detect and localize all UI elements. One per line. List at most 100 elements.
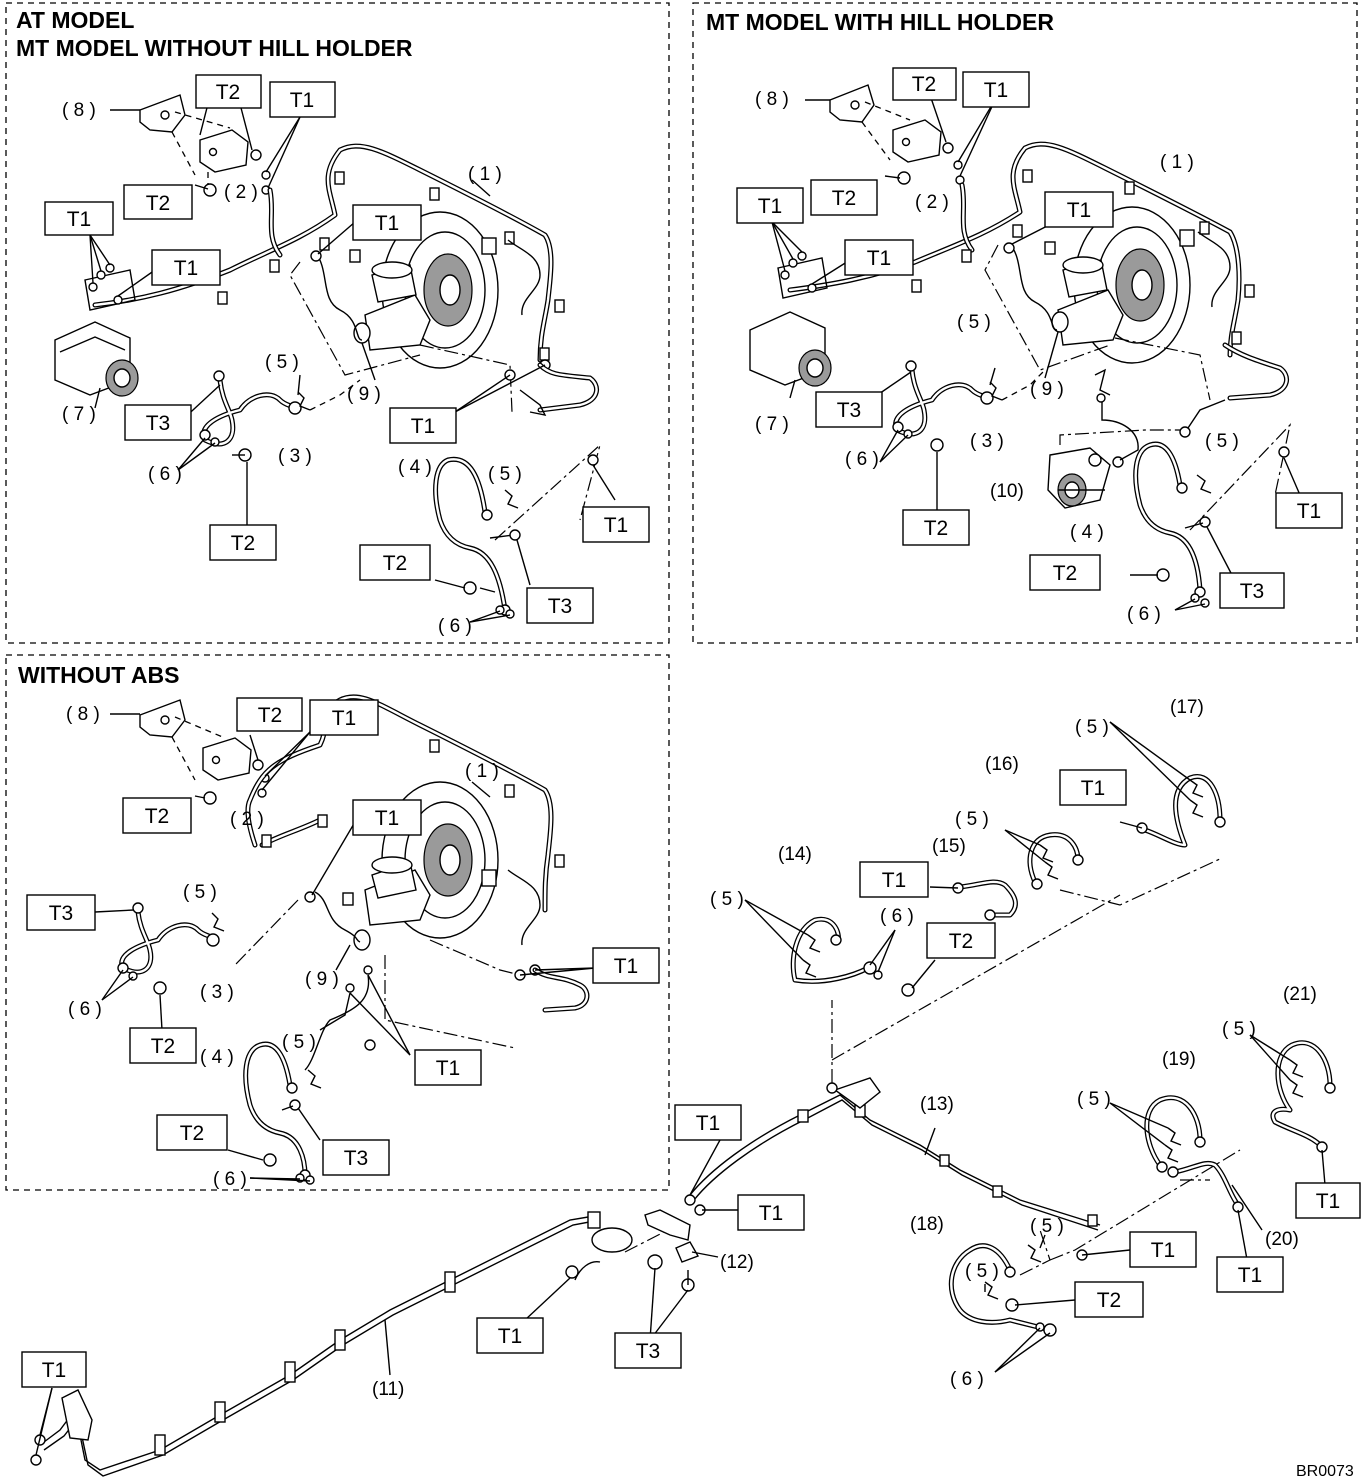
torque-label: T3 xyxy=(344,1147,369,1170)
torque-label: T3 xyxy=(548,595,573,618)
callout-label: (10) xyxy=(990,481,1024,502)
torque-label: T1 xyxy=(375,212,400,235)
panel-without-abs-callouts: ( 8 ) ( 2 ) ( 1 ) ( 5 ) ( 3 ) ( 6 ) ( 9 … xyxy=(66,704,499,1190)
callout-label: ( 4 ) xyxy=(1070,522,1104,543)
torque-label: T1 xyxy=(1067,199,1092,222)
callout-label: ( 5 ) xyxy=(965,1261,999,1282)
callout-label: (13) xyxy=(920,1094,954,1115)
torque-label: T1 xyxy=(867,247,892,270)
callout-label: ( 5 ) xyxy=(957,312,991,333)
torque-label: T2 xyxy=(145,805,170,828)
callout-label: (12) xyxy=(720,1252,754,1273)
callout-label: ( 5 ) xyxy=(1222,1019,1256,1040)
torque-label: T2 xyxy=(832,187,857,210)
callout-label: ( 8 ) xyxy=(66,704,100,725)
callout-label: ( 5 ) xyxy=(1077,1089,1111,1110)
callout-label: (11) xyxy=(372,1379,404,1400)
torque-label: T2 xyxy=(258,704,283,727)
panel-at-model-artwork xyxy=(54,94,616,623)
callout-label: ( 6 ) xyxy=(950,1369,984,1390)
torque-label: T1 xyxy=(67,208,92,231)
callout-label: ( 5 ) xyxy=(183,882,217,903)
torque-label: T3 xyxy=(837,399,862,422)
rear-lines-artwork xyxy=(30,721,1336,1477)
torque-label: T3 xyxy=(146,412,171,435)
callout-label: ( 4 ) xyxy=(200,1047,234,1068)
callout-label: (19) xyxy=(1162,1049,1196,1070)
callout-label: ( 5 ) xyxy=(955,809,989,830)
callout-label: (20) xyxy=(1265,1229,1299,1250)
callout-label: ( 8 ) xyxy=(62,100,96,121)
torque-label: T1 xyxy=(375,807,400,830)
torque-label: T2 xyxy=(180,1122,205,1145)
torque-label: T2 xyxy=(1097,1289,1122,1312)
torque-label: T2 xyxy=(1053,562,1078,585)
torque-label: T1 xyxy=(759,1202,784,1225)
torque-label: T1 xyxy=(1297,500,1322,523)
callout-label: ( 6 ) xyxy=(438,616,472,637)
callout-label: ( 1 ) xyxy=(468,164,502,185)
torque-label: T1 xyxy=(332,707,357,730)
callout-label: ( 5 ) xyxy=(282,1032,316,1053)
panel-at-model-callouts: ( 8 ) ( 2 ) ( 1 ) ( 5 ) ( 9 ) ( 7 ) ( 3 … xyxy=(62,100,522,637)
panel-without-abs-title: WITHOUT ABS xyxy=(18,662,179,688)
callout-label: (17) xyxy=(1170,697,1204,718)
torque-label: T2 xyxy=(924,517,949,540)
torque-label: T3 xyxy=(636,1340,661,1363)
torque-label: T1 xyxy=(498,1325,523,1348)
callout-label: ( 9 ) xyxy=(1030,379,1064,400)
callout-label: ( 5 ) xyxy=(1030,1216,1064,1237)
callout-label: ( 3 ) xyxy=(278,446,312,467)
panel-mt-hill-torque-labels: T2 T1 T2 T1 T1 T1 T3 T2 T2 T3 T1 xyxy=(736,67,1343,609)
callout-label: ( 3 ) xyxy=(200,982,234,1003)
torque-label: T2 xyxy=(216,81,241,104)
callout-label: (16) xyxy=(985,754,1019,775)
callout-label: ( 6 ) xyxy=(213,1169,247,1190)
panel-without-abs-frame xyxy=(5,654,670,1191)
torque-label: T2 xyxy=(146,192,171,215)
torque-label: T1 xyxy=(1316,1190,1341,1213)
torque-label: T1 xyxy=(436,1057,461,1080)
figure-code: BR0073 xyxy=(1296,1463,1354,1479)
panel-mt-hill-callouts: ( 8 ) ( 2 ) ( 1 ) ( 5 ) ( 9 ) ( 7 ) ( 3 … xyxy=(755,89,1239,625)
callout-label: ( 6 ) xyxy=(1127,604,1161,625)
callout-label: ( 8 ) xyxy=(755,89,789,110)
callout-label: (18) xyxy=(910,1214,944,1235)
panel-mt-hill-title: MT MODEL WITH HILL HOLDER xyxy=(706,9,1054,35)
rear-lines-torque-labels: T1 T2 T1 T1 T1 T1 T1 T3 T1 T1 T2 T1 xyxy=(21,769,1361,1388)
callout-label: ( 9 ) xyxy=(347,384,381,405)
callout-label: ( 6 ) xyxy=(148,464,182,485)
panel-at-model-title-2: MT MODEL WITHOUT HILL HOLDER xyxy=(16,35,413,61)
callout-label: ( 6 ) xyxy=(845,449,879,470)
panel-at-model-frame xyxy=(5,2,670,644)
callout-label: ( 5 ) xyxy=(488,464,522,485)
torque-label: T2 xyxy=(383,552,408,575)
callout-label: ( 2 ) xyxy=(224,182,258,203)
torque-label: T2 xyxy=(912,73,937,96)
callout-label: ( 7 ) xyxy=(755,414,789,435)
callout-label: ( 6 ) xyxy=(68,999,102,1020)
torque-label: T3 xyxy=(49,902,74,925)
callout-label: ( 5 ) xyxy=(1075,717,1109,738)
torque-label: T2 xyxy=(949,930,974,953)
torque-label: T1 xyxy=(1151,1239,1176,1262)
callout-label: ( 9 ) xyxy=(305,969,339,990)
callout-label: ( 3 ) xyxy=(970,431,1004,452)
torque-label: T1 xyxy=(1238,1264,1263,1287)
callout-label: ( 2 ) xyxy=(915,192,949,213)
rear-lines-callouts: ( 5 ) (17) (16) ( 5 ) (15) (14) ( 5 ) ( … xyxy=(372,697,1317,1400)
torque-label: T2 xyxy=(151,1035,176,1058)
torque-label: T1 xyxy=(604,514,629,537)
callout-label: ( 6 ) xyxy=(880,906,914,927)
torque-label: T1 xyxy=(290,89,315,112)
panel-at-model-torque-labels: T2 T1 T2 T1 T1 T1 T3 T2 T1 T1 T2 T3 xyxy=(44,74,650,624)
callout-label: ( 5 ) xyxy=(265,352,299,373)
torque-label: T3 xyxy=(1240,580,1265,603)
panel-without-abs-artwork xyxy=(94,694,596,1185)
callout-label: ( 5 ) xyxy=(1205,431,1239,452)
torque-label: T2 xyxy=(231,532,256,555)
torque-label: T1 xyxy=(1081,777,1106,800)
panel-without-abs-torque-labels: T2 T1 T2 T1 T3 T2 T1 T1 T2 T3 xyxy=(26,697,660,1176)
torque-label: T1 xyxy=(696,1112,721,1135)
torque-label: T1 xyxy=(411,415,436,438)
